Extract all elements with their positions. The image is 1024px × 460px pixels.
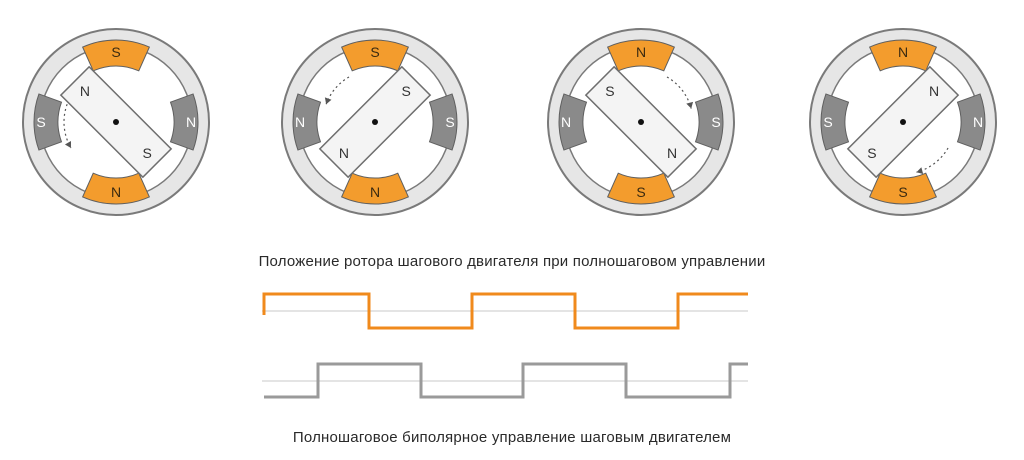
rotor-label-right: N <box>929 83 939 99</box>
pole-label-right: N <box>973 114 983 130</box>
rotor-label-left: N <box>80 83 90 99</box>
phase-b-trace <box>264 362 748 399</box>
waveforms-group <box>262 292 748 399</box>
rotor-shaft <box>372 119 378 125</box>
pole-label-top: S <box>111 44 120 60</box>
phase-a-trace <box>262 292 748 330</box>
pole-label-bottom: N <box>111 184 121 200</box>
stator-pole-left <box>820 93 850 151</box>
rotation-arrow <box>916 147 949 173</box>
stator-pole-top <box>868 39 938 72</box>
stator-pole-left <box>33 93 63 151</box>
stator-pole-top <box>81 39 151 72</box>
stator-pole-right <box>169 93 199 151</box>
pole-label-bottom: N <box>370 184 380 200</box>
stator-pole-bottom <box>606 172 676 205</box>
pole-label-right: N <box>186 114 196 130</box>
pole-label-bottom: S <box>898 184 907 200</box>
rotor-label-left: S <box>867 145 876 161</box>
stator-pole-bottom <box>81 172 151 205</box>
stator-pole-top <box>340 39 410 72</box>
pole-label-top: N <box>636 44 646 60</box>
stator-pole-bottom <box>868 172 938 205</box>
stator-pole-right <box>956 93 986 151</box>
motor-diagram-2: S S N N N S <box>281 28 469 216</box>
phase-a-waveform <box>262 292 748 330</box>
rotor-label-right: S <box>142 145 151 161</box>
stator-pole-top <box>606 39 676 72</box>
rotor-label-left: N <box>339 145 349 161</box>
rotation-arrow <box>666 76 692 109</box>
pole-label-right: S <box>445 114 454 130</box>
rotor-shaft <box>638 119 644 125</box>
motor-diagram-3: N S S N S N <box>547 28 735 216</box>
pole-label-bottom: S <box>636 184 645 200</box>
rotor-label-right: N <box>667 145 677 161</box>
rotation-arrowhead <box>64 141 71 148</box>
stator-pole-bottom <box>340 172 410 205</box>
phase-b-waveform <box>262 362 748 399</box>
rotation-arrowhead <box>916 167 924 175</box>
stator-pole-right <box>694 93 724 151</box>
pole-label-right: S <box>711 114 720 130</box>
pole-label-top: S <box>370 44 379 60</box>
rotor-shaft <box>113 119 119 125</box>
pole-label-left: N <box>561 114 571 130</box>
rotation-arrowhead <box>324 97 332 105</box>
rotor-shaft <box>900 119 906 125</box>
rotor-positions-caption: Положение ротора шагового двигателя при … <box>258 253 766 270</box>
bipolar-control-caption: Полношаговое биполярное управление шагов… <box>292 429 732 446</box>
stator-pole-left <box>558 93 588 151</box>
pole-label-top: N <box>898 44 908 60</box>
rotation-arrowhead <box>686 101 694 109</box>
rotor-positions-group: S N N S N S S S N N N S N S S N S N N N S S S N <box>22 28 997 216</box>
stator-pole-right <box>428 93 458 151</box>
pole-label-left: S <box>823 114 832 130</box>
stator-pole-left <box>292 93 322 151</box>
pole-label-left: N <box>295 114 305 130</box>
pole-label-left: S <box>36 114 45 130</box>
rotor-label-left: S <box>605 83 614 99</box>
motor-diagram-4: N N S S S N <box>809 28 997 216</box>
rotor-label-right: S <box>401 83 410 99</box>
motor-diagram-1: S N N S N S <box>22 28 210 216</box>
